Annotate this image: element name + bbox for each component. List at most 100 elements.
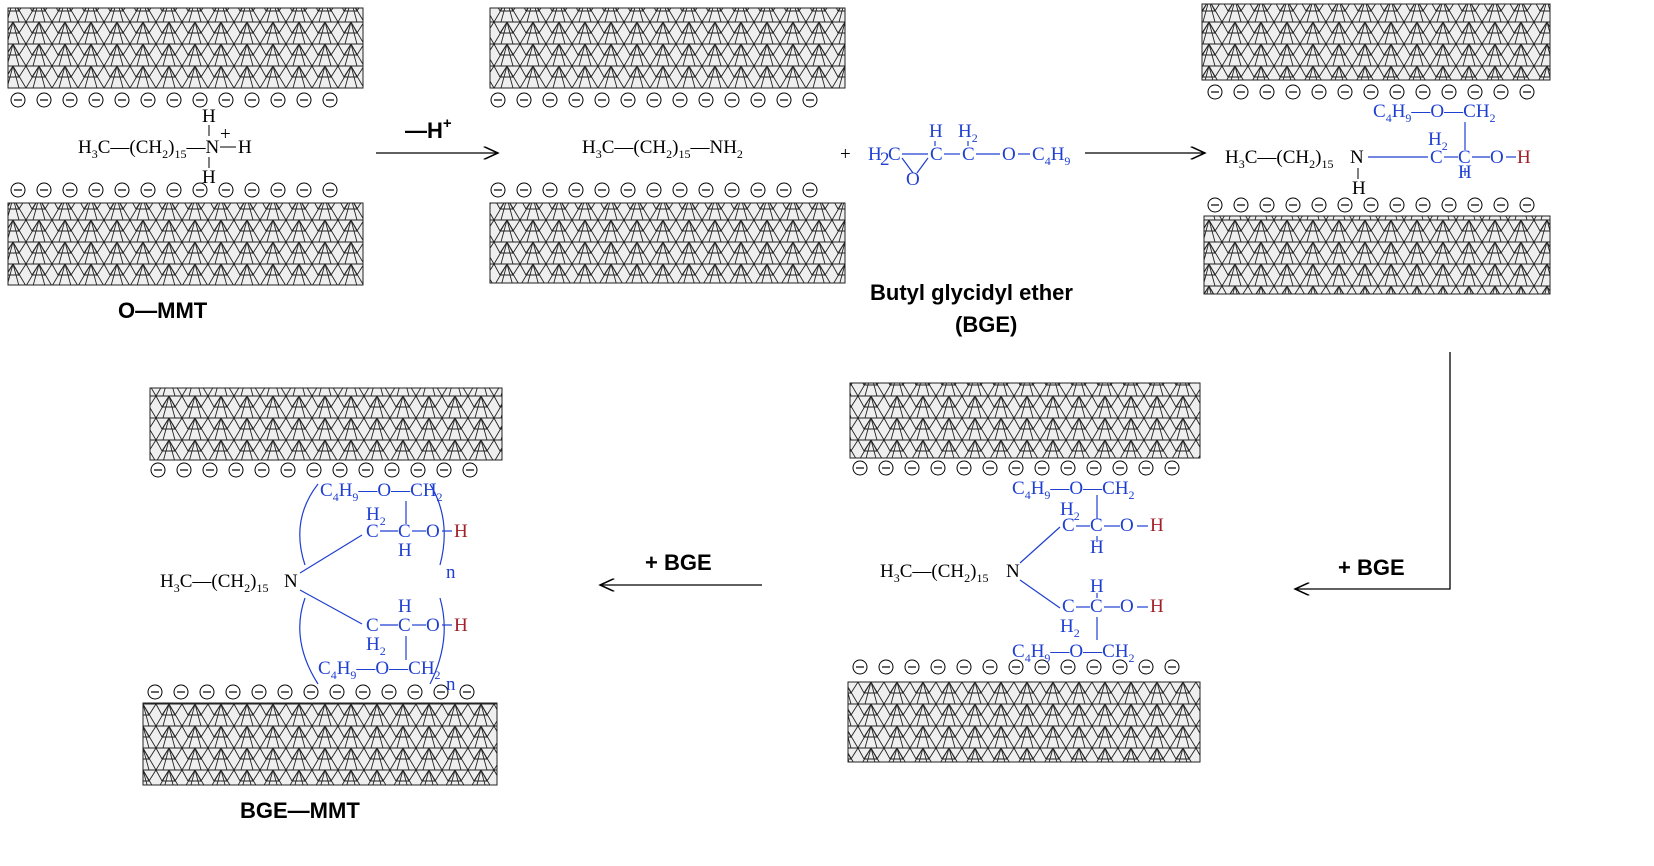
svg-text:C: C xyxy=(930,144,943,165)
ammonium-h-right: H xyxy=(238,137,252,158)
svg-text:C: C xyxy=(962,144,975,165)
svg-text:C: C xyxy=(366,521,379,542)
svg-text:2: 2 xyxy=(880,149,890,170)
hydroxyl-h: H xyxy=(1150,515,1164,536)
clay-sheet-top xyxy=(7,7,364,89)
arrow-add-bge-left-label: + BGE xyxy=(645,550,712,575)
panel-amine: H3C—(CH2)15—NH2 xyxy=(489,7,846,284)
ammonium-h-bottom: H xyxy=(202,167,216,188)
clay-sheet-bottom xyxy=(142,702,498,786)
svg-text:C4H9—O—CH2: C4H9—O—CH2 xyxy=(1373,101,1496,125)
svg-text:H2: H2 xyxy=(1428,129,1448,153)
bge-branch-lower: C H2 C H C4H9—O—CH2 O xyxy=(1012,576,1148,665)
svg-text:H2: H2 xyxy=(1060,499,1080,523)
svg-text:C: C xyxy=(366,615,379,636)
negative-charges-bottom xyxy=(10,182,338,198)
arrow-deprotonation-label: —H+ xyxy=(405,115,452,143)
svg-text:O: O xyxy=(1490,147,1504,168)
svg-text:H: H xyxy=(929,121,943,142)
clay-sheet-bottom xyxy=(1203,215,1551,295)
svg-text:C4H9—O—CH2: C4H9—O—CH2 xyxy=(318,658,441,682)
bge-molecule: H 2 C O C H C H2 O C4H9 xyxy=(868,121,1070,190)
amine-chain: H3C—(CH2)15 xyxy=(1225,147,1333,171)
svg-text:H: H xyxy=(868,144,882,165)
svg-text:H: H xyxy=(1458,162,1472,183)
svg-text:O: O xyxy=(906,169,920,190)
poly-bge-upper: C4H9—O—CH2 H2 C C H O n xyxy=(299,480,456,583)
nitrogen: N xyxy=(1006,561,1020,582)
svg-text:C: C xyxy=(1458,147,1471,168)
svg-text:n: n xyxy=(446,562,456,583)
svg-text:C: C xyxy=(1430,147,1443,168)
negative-charges-bottom xyxy=(490,182,818,198)
plus-sign: + xyxy=(840,144,851,165)
amine-h: H xyxy=(1352,178,1366,199)
svg-text:H: H xyxy=(398,596,412,617)
svg-text:H: H xyxy=(1090,537,1104,558)
svg-text:H: H xyxy=(398,540,412,561)
negative-charges-bottom xyxy=(147,684,475,700)
hexadecylamine: H3C—(CH2)15—NH2 xyxy=(582,137,743,161)
svg-text:C4H9—O—CH2: C4H9—O—CH2 xyxy=(1012,478,1135,502)
arrow-add-bge-left: + BGE xyxy=(600,550,762,585)
amine-chain: H3C—(CH2)15 xyxy=(880,561,988,585)
negative-charges-top xyxy=(490,92,818,108)
clay-sheet-top xyxy=(149,387,503,461)
svg-text:H2: H2 xyxy=(958,121,978,145)
svg-text:C4H9: C4H9 xyxy=(1032,144,1070,168)
svg-text:O: O xyxy=(1002,144,1016,165)
negative-charges-top xyxy=(10,92,338,108)
negative-charges-bottom xyxy=(1207,197,1535,213)
panel-mono-adduct: H3C—(CH2)15 N H H2 C C H C4H9—O—CH2 O H xyxy=(1201,3,1551,295)
svg-text:C: C xyxy=(1062,515,1075,536)
poly-bge-lower: C H2 C H C4H9—O—CH2 O n xyxy=(299,589,456,695)
clay-sheet-bottom xyxy=(7,202,364,286)
bge-name: Butyl glycidyl ether xyxy=(870,280,1073,305)
svg-text:n: n xyxy=(446,674,456,695)
svg-text:O: O xyxy=(426,615,440,636)
bge-branch: H2 C C H C4H9—O—CH2 O xyxy=(1368,101,1516,183)
svg-text:C: C xyxy=(1062,596,1075,617)
svg-text:C: C xyxy=(1090,596,1103,617)
bge-abbr: (BGE) xyxy=(955,312,1017,337)
svg-text:C: C xyxy=(398,615,411,636)
clay-sheet-top xyxy=(1201,3,1551,81)
hydroxyl-h: H xyxy=(454,521,468,542)
hydroxyl-h: H xyxy=(1517,147,1531,168)
nitrogen: N xyxy=(284,571,298,592)
arrow-deprotonation: —H+ xyxy=(376,115,498,153)
svg-text:O: O xyxy=(1120,515,1134,536)
svg-text:C4H9—O—CH2: C4H9—O—CH2 xyxy=(1012,641,1135,665)
hydroxyl-h: H xyxy=(454,615,468,636)
bge-branch-upper: H2 C C H C4H9—O—CH2 O xyxy=(1012,478,1148,564)
ammonium-chain: H3C—(CH2)15—N xyxy=(78,137,219,161)
svg-text:H2: H2 xyxy=(1060,616,1080,640)
svg-text:O: O xyxy=(1120,596,1134,617)
ammonium-h-top: H xyxy=(202,106,216,127)
arrow-add-bge-right-label: + BGE xyxy=(1338,555,1405,580)
svg-text:C: C xyxy=(398,521,411,542)
negative-charges-top xyxy=(150,462,478,478)
panel-o-mmt: H3C—(CH2)15—N H + H H O—MMT xyxy=(7,7,364,323)
svg-text:H2: H2 xyxy=(366,504,386,528)
label-bge-mmt: BGE—MMT xyxy=(240,798,360,823)
panel-bge-mmt: H3C—(CH2)15 N C4H9—O—CH2 H2 C C H O n H … xyxy=(142,387,503,823)
clay-sheet-top xyxy=(489,7,846,89)
negative-charges-top xyxy=(852,460,1180,476)
negative-charges-top xyxy=(1207,84,1535,100)
arrow-add-bge-right: + BGE xyxy=(1295,352,1451,589)
svg-text:C4H9—O—CH2: C4H9—O—CH2 xyxy=(320,480,443,504)
amine-chain: H3C—(CH2)15 xyxy=(160,571,268,595)
clay-sheet-bottom xyxy=(489,202,846,284)
ammonium-plus-charge: + xyxy=(220,124,231,145)
svg-text:O: O xyxy=(426,521,440,542)
negative-charges-bottom xyxy=(852,659,1180,675)
nitrogen: N xyxy=(1350,147,1364,168)
clay-sheet-bottom xyxy=(847,681,1201,763)
clay-sheet-top xyxy=(849,382,1201,459)
svg-text:H2: H2 xyxy=(366,634,386,658)
svg-text:C: C xyxy=(1090,515,1103,536)
svg-text:H: H xyxy=(1090,576,1104,597)
svg-text:C: C xyxy=(888,144,901,165)
label-o-mmt: O—MMT xyxy=(118,298,208,323)
